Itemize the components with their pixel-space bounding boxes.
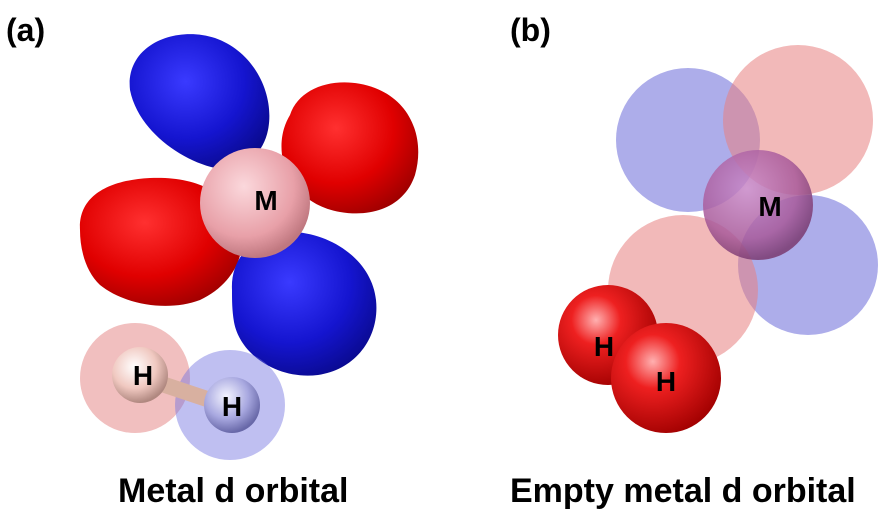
caption-b: Empty metal d orbital [510, 472, 856, 510]
h-atom-2 [611, 323, 721, 433]
metal-atom-label: M [758, 191, 781, 222]
panel-empty-metal-d-orbital: (b) M H H Empty metal d orbital [448, 0, 896, 518]
metal-atom [703, 150, 813, 260]
positive-lobe-upper-right [281, 82, 419, 214]
panel-label-b: (b) [510, 12, 551, 48]
panel-metal-d-orbital: (a) [6, 12, 419, 510]
h-atom-2-label: H [222, 391, 242, 422]
negative-lobe-lower-right [231, 231, 377, 376]
h-atom-2 [204, 377, 260, 433]
h-atom-1-label: H [594, 331, 614, 362]
h-atom-1-label: H [133, 360, 153, 391]
orbital-diagram-a: M H H [79, 34, 419, 460]
panel-label-a: (a) [6, 12, 46, 48]
caption-a: Metal d orbital [118, 472, 349, 510]
metal-atom-label: M [254, 185, 277, 216]
h-atom-2-label: H [656, 366, 676, 397]
metal-atom [200, 148, 310, 258]
h-atom-1 [112, 347, 168, 403]
negative-lobe-upper-left [129, 34, 270, 170]
orbital-diagram-b: M H H [558, 45, 878, 433]
